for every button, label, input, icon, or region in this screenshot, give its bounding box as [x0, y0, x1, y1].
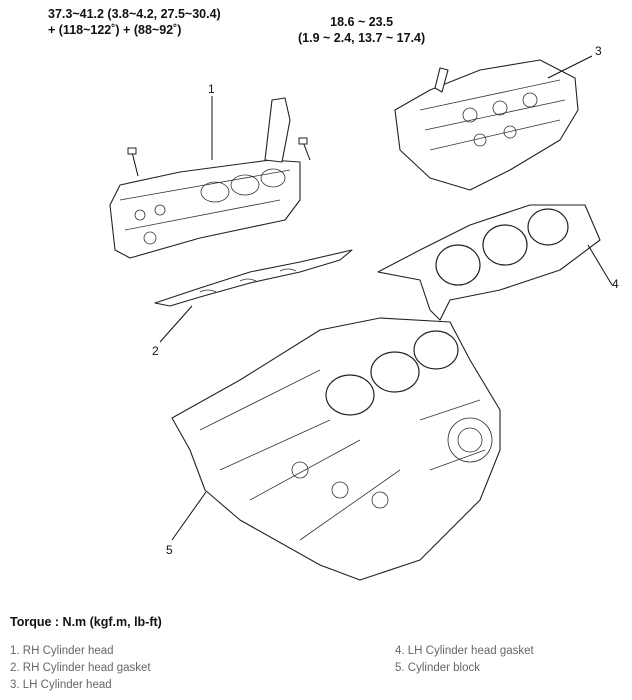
rh-head-bolt-torque-label: 37.3~41.2 (3.8~4.2, 27.5~30.4) + (118~12…: [48, 6, 221, 38]
callout-1: 1: [208, 82, 215, 96]
legend-title: Torque : N.m (kgf.m, lb-ft): [10, 615, 162, 629]
rh-cylinder-head-gasket: [154, 249, 353, 307]
torque-line: 18.6 ~ 23.5: [330, 15, 394, 29]
cylinder-block: [171, 317, 501, 581]
legend-item: 2. RH Cylinder head gasket: [10, 662, 151, 674]
leader-lines: [159, 55, 613, 541]
exploded-view-diagram: [109, 55, 613, 581]
callout-2: 2: [152, 344, 159, 358]
engine-parts-drawing: [109, 55, 613, 581]
legend-item: 5. Cylinder block: [395, 662, 481, 674]
rh-cylinder-head: [109, 97, 301, 259]
legend-item: 4. LH Cylinder head gasket: [395, 645, 534, 657]
torque-converted-line: (1.9 ~ 2.4, 13.7 ~ 17.4): [298, 31, 426, 45]
lh-cylinder-head: [394, 59, 579, 191]
bracket-bolt: [298, 137, 311, 161]
rh-head-bolt: [127, 147, 139, 177]
bracket-bolt-torque-label: 18.6 ~ 23.5 (1.9 ~ 2.4, 13.7 ~ 17.4): [298, 14, 425, 46]
torque-line: 37.3~41.2 (3.8~4.2, 27.5~30.4): [48, 7, 221, 21]
callout-5: 5: [166, 543, 173, 557]
callout-4: 4: [612, 277, 619, 291]
callout-3: 3: [595, 44, 602, 58]
legend-item: 3. LH Cylinder head: [10, 679, 112, 691]
torque-angle-line: + (118~122˚) + (88~92˚): [48, 23, 182, 37]
lh-cylinder-head-gasket: [377, 204, 601, 321]
legend-item: 1. RH Cylinder head: [10, 645, 114, 657]
